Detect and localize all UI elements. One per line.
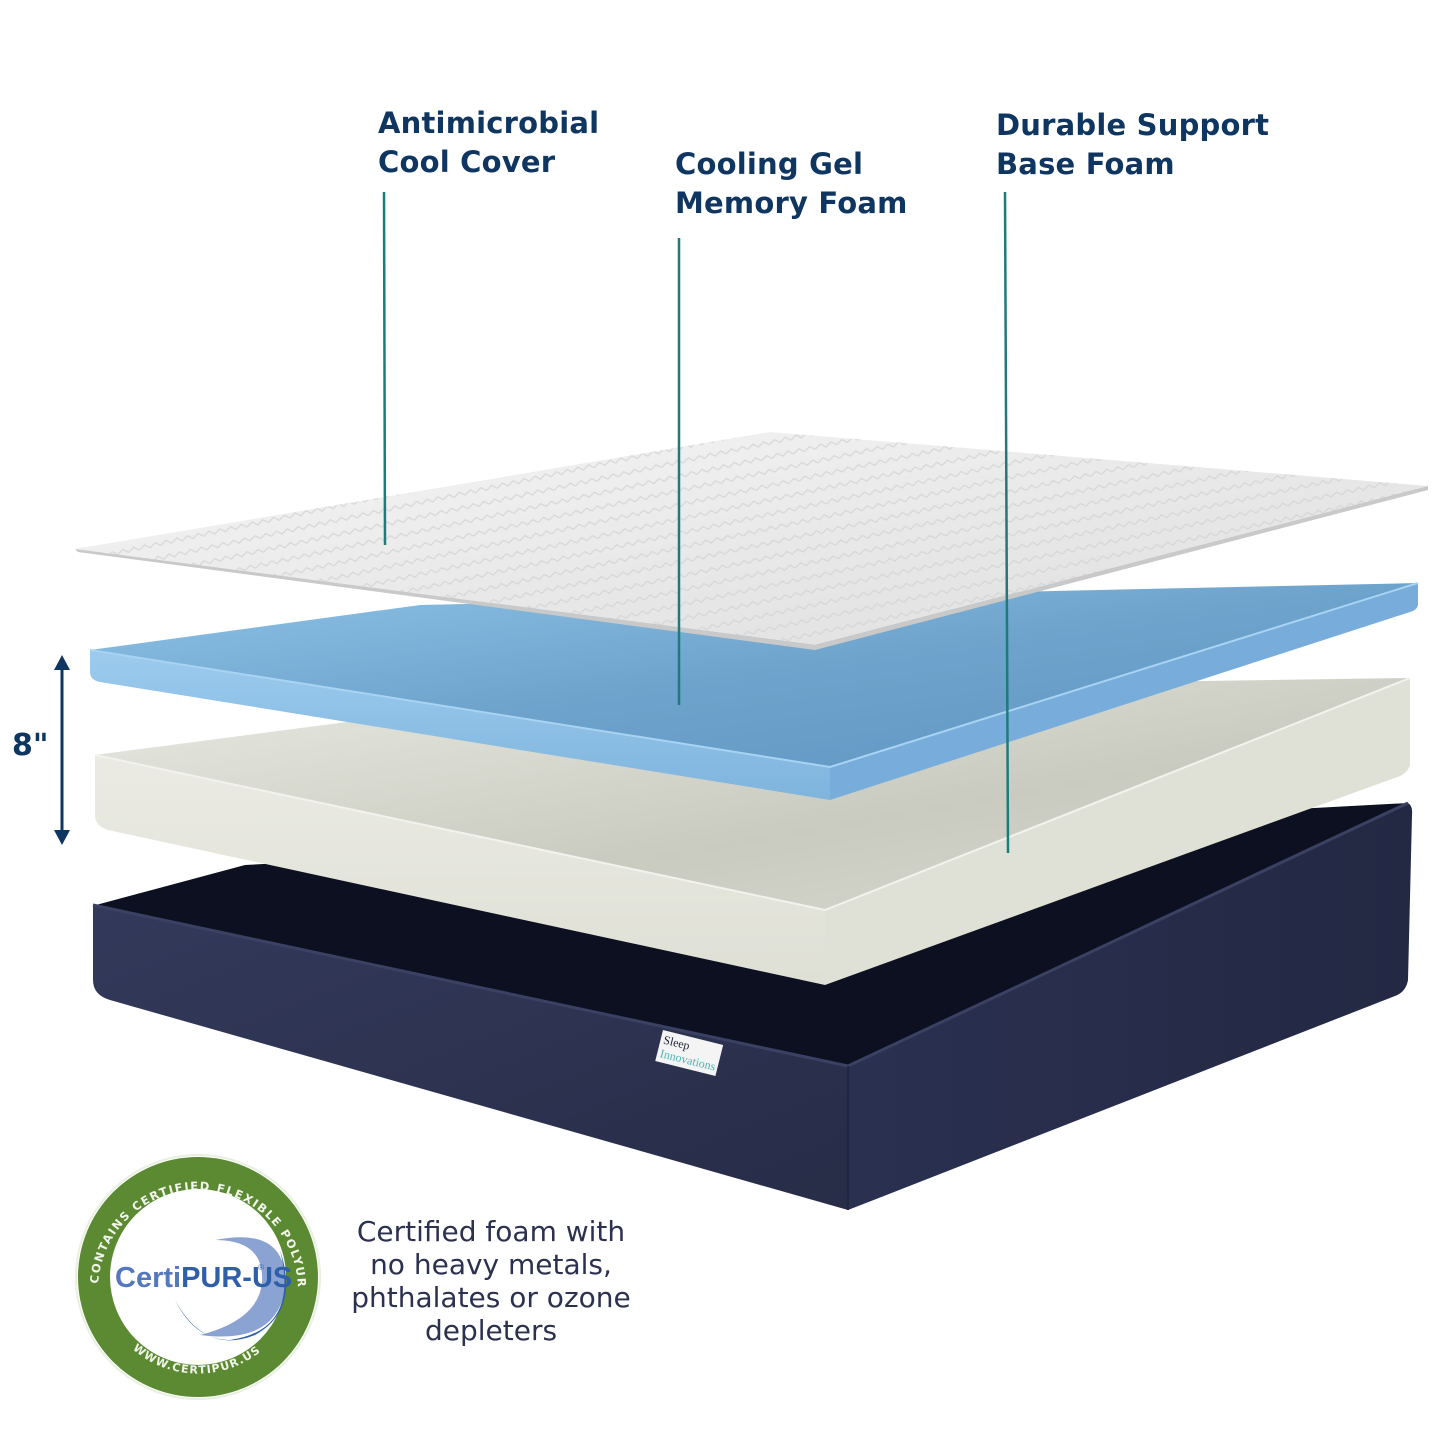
callout-gel-line2: Memory Foam	[675, 186, 908, 220]
callout-base-line2: Base Foam	[996, 147, 1175, 181]
height-dimension-arrow	[54, 655, 70, 845]
leader-line-cover	[382, 191, 387, 546]
badge-logo-text: CertiPUR-US	[115, 1262, 292, 1294]
callout-cover: Antimicrobial Cool Cover	[378, 104, 599, 182]
height-label: 8"	[12, 728, 49, 763]
brand-tag: Sleep Innovations	[655, 1030, 724, 1077]
callout-gel-line1: Cooling Gel	[675, 147, 864, 181]
callout-base-line1: Durable Support	[996, 108, 1270, 142]
gel-foam-layer	[89, 582, 1419, 800]
cert-desc-line3: phthalates or ozone	[351, 1281, 631, 1314]
svg-text:®: ®	[258, 1263, 264, 1272]
base-foam-layer	[94, 677, 1411, 985]
cert-desc-line1: Certified foam with	[356, 1215, 626, 1248]
cert-desc-line2: no heavy metals,	[370, 1248, 612, 1281]
callout-cover-line1: Antimicrobial	[378, 106, 600, 140]
cert-desc-line4: depleters	[424, 1314, 558, 1347]
callout-base: Durable Support Base Foam	[996, 106, 1269, 184]
cover-layer	[75, 432, 1428, 650]
certification-description: Certified foam with no heavy metals, pht…	[326, 1215, 656, 1347]
brand-tag-line1: Sleep	[662, 1033, 691, 1053]
leader-line-base	[1003, 191, 1010, 854]
callout-cover-line2: Cool Cover	[378, 145, 556, 179]
callout-gel: Cooling Gel Memory Foam	[675, 145, 908, 223]
